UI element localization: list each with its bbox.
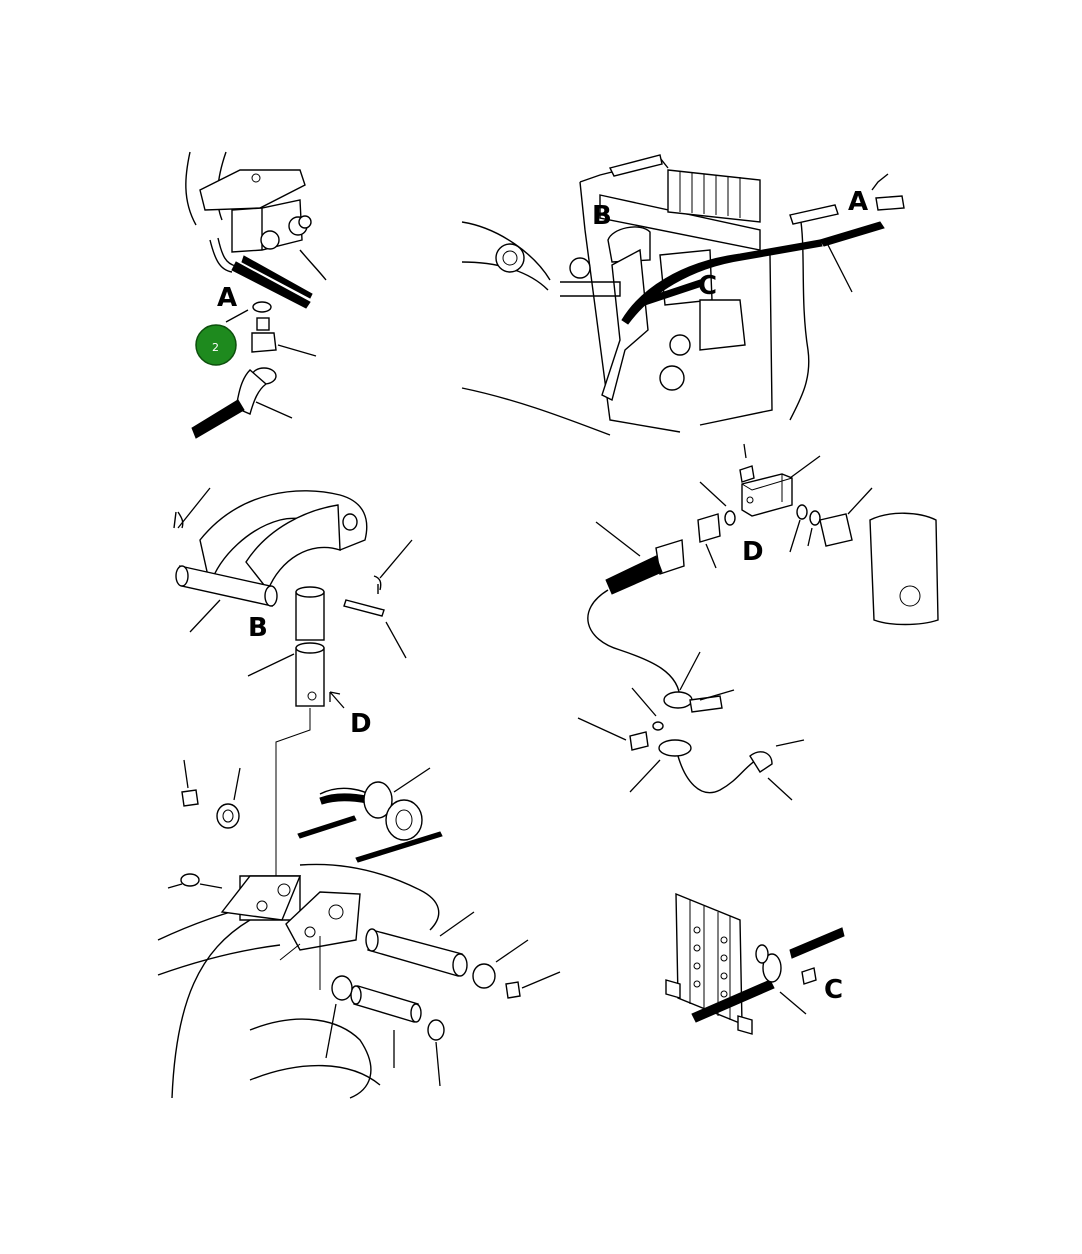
view-c-connector-block [665, 892, 845, 1035]
hotspot-number[interactable]: 2 [212, 341, 219, 354]
frame-pin-assembly [157, 759, 561, 1099]
view-b-arm-assembly [173, 487, 413, 900]
callout-b-detail: B [248, 613, 268, 643]
hotspot-circle[interactable] [195, 324, 237, 366]
callout-d-detail-arm: D [350, 709, 372, 739]
view-a-valve-assembly [185, 151, 327, 439]
view-d-sensor-assembly [577, 443, 939, 801]
callout-a-valve: A [217, 283, 237, 313]
callout-d-detail-sensor: D [742, 537, 764, 567]
hotspot-badge[interactable]: 2 [195, 324, 237, 366]
callout-c-connector: C [824, 975, 843, 1005]
main-frame-view [461, 154, 905, 436]
callout-c-main: C [698, 271, 717, 301]
callout-a-main: A [848, 187, 868, 217]
callout-b-main: B [592, 201, 612, 231]
